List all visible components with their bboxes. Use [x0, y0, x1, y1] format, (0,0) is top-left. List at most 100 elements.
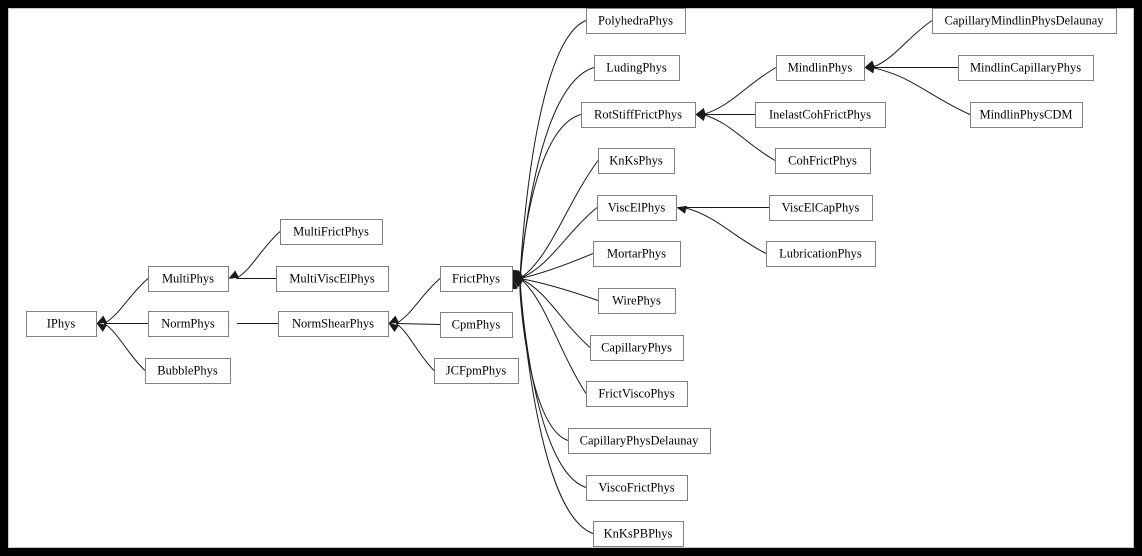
class-node-bubblephys[interactable]: BubblePhys	[145, 358, 231, 384]
class-node-box[interactable]	[26, 311, 97, 337]
class-node-box[interactable]	[590, 335, 684, 361]
class-node-multifrictphys[interactable]: MultiFrictPhys	[280, 219, 383, 245]
class-node-wirephys[interactable]: WirePhys	[598, 288, 676, 314]
edge-arrowhead	[228, 270, 240, 279]
edge-arrowhead	[96, 315, 108, 324]
inheritance-edge	[519, 20, 587, 281]
class-node-label: MultiFrictPhys	[293, 224, 369, 238]
class-node-box[interactable]	[568, 428, 711, 454]
class-node-mindlinphys[interactable]: MindlinPhys	[776, 55, 865, 81]
inheritance-edge	[702, 67, 777, 115]
class-node-box[interactable]	[586, 8, 686, 34]
class-node-capillaryphys[interactable]: CapillaryPhys	[590, 335, 684, 361]
class-node-box[interactable]	[766, 241, 876, 267]
class-node-box[interactable]	[581, 102, 696, 128]
class-node-label: IPhys	[47, 316, 76, 330]
class-node-cpmphys[interactable]: CpmPhys	[440, 312, 513, 338]
class-node-box[interactable]	[276, 266, 389, 292]
class-node-multiphys[interactable]: MultiPhys	[148, 266, 229, 292]
class-node-inelastcohfrictphys[interactable]: InelastCohFrictPhys	[755, 102, 886, 128]
class-node-box[interactable]	[594, 55, 680, 81]
class-node-capillaryphysdelaunay[interactable]: CapillaryPhysDelaunay	[568, 428, 711, 454]
inheritance-edge	[519, 278, 599, 301]
edge-arrowhead	[864, 65, 875, 74]
class-node-multiviscelphys[interactable]: MultiViscElPhys	[276, 266, 389, 292]
class-node-box[interactable]	[593, 241, 681, 267]
class-node-box[interactable]	[586, 381, 688, 407]
inheritance-edge	[519, 253, 594, 279]
class-node-lubricationphys[interactable]: LubricationPhys	[766, 241, 876, 267]
inheritance-edge	[395, 278, 441, 324]
inheritance-edge	[871, 20, 933, 68]
class-node-box[interactable]	[148, 266, 229, 292]
class-node-cohfrictphys[interactable]: CohFrictPhys	[775, 148, 871, 174]
class-node-box[interactable]	[440, 312, 513, 338]
class-node-frictviscophys[interactable]: FrictViscoPhys	[586, 381, 688, 407]
inheritance-edge	[235, 231, 281, 279]
class-node-iphys[interactable]: IPhys	[26, 311, 97, 337]
class-node-rotstifffrictphys[interactable]: RotStiffFrictPhys	[581, 102, 696, 128]
inheritance-edge	[519, 278, 587, 394]
class-node-label: ViscElPhys	[608, 200, 666, 214]
class-node-label: LudingPhys	[606, 60, 667, 74]
class-node-box[interactable]	[597, 195, 677, 221]
class-node-mortarphys[interactable]: MortarPhys	[593, 241, 681, 267]
class-node-box[interactable]	[148, 311, 229, 337]
inheritance-edge	[103, 323, 146, 371]
class-node-box[interactable]	[278, 311, 389, 337]
class-node-label: CapillaryPhysDelaunay	[580, 433, 699, 447]
inheritance-edge	[683, 207, 767, 254]
class-node-label: ViscoFrictPhys	[598, 480, 674, 494]
class-node-frictphys[interactable]: FrictPhys	[440, 266, 513, 292]
class-node-label: FrictPhys	[452, 271, 500, 285]
class-node-box[interactable]	[598, 288, 676, 314]
class-node-mindlinphyscdm[interactable]: MindlinPhysCDM	[970, 102, 1083, 128]
class-node-label: CapillaryPhys	[601, 340, 672, 354]
class-node-box[interactable]	[586, 475, 688, 501]
edge-arrowhead	[676, 205, 688, 214]
inheritance-edge	[519, 280, 569, 441]
class-node-normphys[interactable]: NormPhys	[148, 311, 229, 337]
edge-arrowhead	[96, 323, 108, 332]
class-node-jcfpmphys[interactable]: JCFpmPhys	[434, 358, 519, 384]
class-node-label: JCFpmPhys	[446, 363, 507, 377]
class-node-label: CohFrictPhys	[788, 153, 857, 167]
class-node-capillarymindlinphysdelaunay[interactable]: CapillaryMindlinPhysDelaunay	[932, 8, 1117, 34]
class-node-box[interactable]	[593, 521, 684, 547]
inheritance-edge	[871, 67, 971, 115]
class-node-label: ViscElCapPhys	[782, 200, 860, 214]
class-node-viscelcapphys[interactable]: ViscElCapPhys	[769, 195, 873, 221]
class-node-box[interactable]	[769, 195, 873, 221]
class-node-label: NormShearPhys	[292, 316, 374, 330]
class-node-label: MindlinCapillaryPhys	[970, 60, 1081, 74]
class-node-polyhedraphys[interactable]: PolyhedraPhys	[586, 8, 686, 34]
inheritance-edge	[702, 114, 776, 161]
class-node-label: MultiViscElPhys	[289, 271, 375, 285]
class-node-box[interactable]	[440, 266, 513, 292]
class-node-box[interactable]	[775, 148, 871, 174]
class-node-knksphys[interactable]: KnKsPhys	[598, 148, 675, 174]
class-node-box[interactable]	[776, 55, 865, 81]
class-node-label: CapillaryMindlinPhysDelaunay	[944, 13, 1104, 27]
class-node-box[interactable]	[280, 219, 383, 245]
class-node-ludingphys[interactable]: LudingPhys	[594, 55, 680, 81]
class-node-box[interactable]	[598, 148, 675, 174]
inheritance-edge	[396, 323, 441, 325]
class-node-mindlincapillaryphys[interactable]: MindlinCapillaryPhys	[958, 55, 1094, 81]
class-node-box[interactable]	[932, 8, 1117, 34]
class-node-label: MindlinPhys	[788, 60, 853, 74]
class-node-viscelphys[interactable]: ViscElPhys	[597, 195, 677, 221]
class-node-box[interactable]	[145, 358, 231, 384]
inheritance-edge	[519, 114, 582, 281]
class-node-viscofrictphys[interactable]: ViscoFrictPhys	[586, 475, 688, 501]
class-node-box[interactable]	[970, 102, 1083, 128]
class-node-box[interactable]	[434, 358, 519, 384]
class-node-box[interactable]	[958, 55, 1094, 81]
class-node-box[interactable]	[755, 102, 886, 128]
inheritance-edge	[519, 278, 591, 348]
class-node-normshearphys[interactable]: NormShearPhys	[278, 311, 389, 337]
class-node-knkspbphys[interactable]: KnKsPBPhys	[593, 521, 684, 547]
